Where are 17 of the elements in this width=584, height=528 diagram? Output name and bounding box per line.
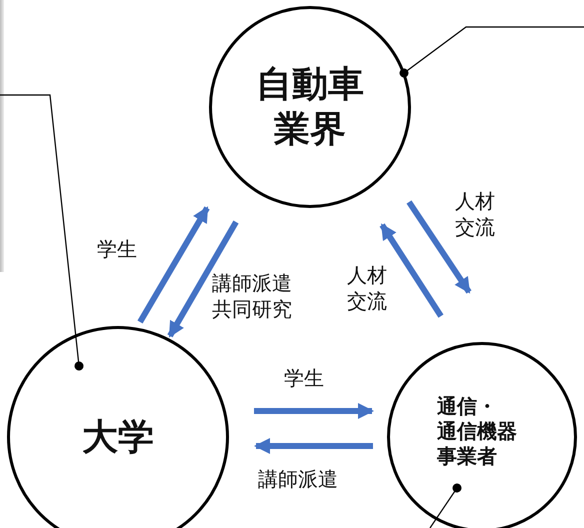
edge-label: 講師派遣 [258, 466, 338, 492]
organization-name: 通信・通信機器事業者 [437, 394, 517, 468]
organization-circle [7, 326, 229, 528]
arrow [137, 206, 210, 324]
organization-name: 大学 [82, 416, 154, 460]
leader-line [430, 484, 462, 528]
organization-circle [387, 342, 577, 528]
leader-line [0, 94, 84, 370]
leader-line [400, 26, 584, 78]
arrow [406, 200, 472, 294]
edge-label: 講師派遣共同研究 [212, 270, 292, 322]
arrow [254, 438, 373, 454]
arrow [254, 403, 374, 419]
arrow [380, 223, 444, 318]
organization-circle [209, 6, 411, 208]
organization-name: 自動車業界 [256, 63, 364, 152]
arrow [167, 220, 239, 338]
